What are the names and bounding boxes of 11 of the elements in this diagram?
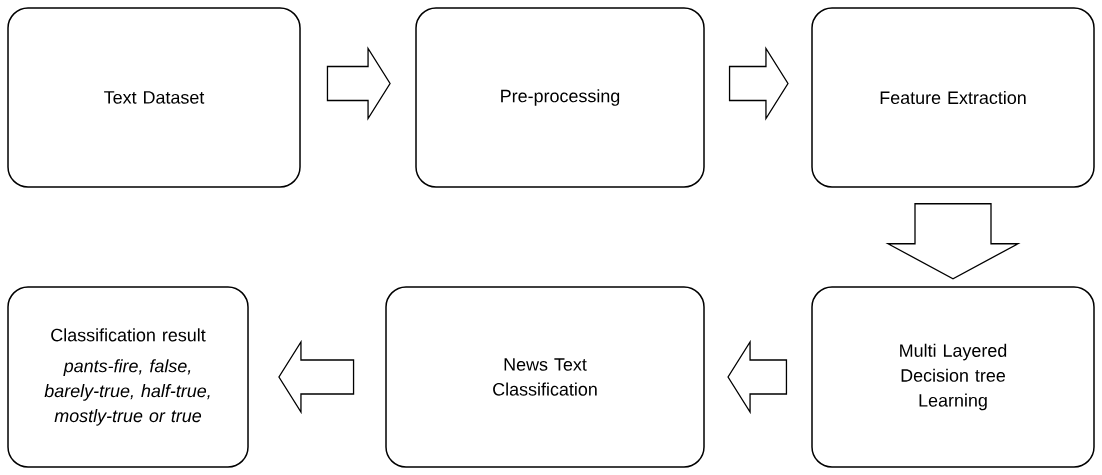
block-arrow <box>728 46 789 121</box>
block-arrow <box>278 339 355 415</box>
process-box: Classification result pants-fire, false, barely-true, half-true, mostly-true or true <box>7 286 249 468</box>
block-arrow <box>326 46 391 121</box>
block-arrow <box>727 339 788 415</box>
process-box: News Text Classification <box>385 286 705 468</box>
process-box: Multi Layered Decision tree Learning <box>811 286 1095 468</box>
process-box: Text Dataset <box>7 7 301 188</box>
process-box: Feature Extraction <box>811 7 1095 188</box>
process-box: Pre-processing <box>415 7 705 188</box>
block-arrow <box>885 203 1021 280</box>
